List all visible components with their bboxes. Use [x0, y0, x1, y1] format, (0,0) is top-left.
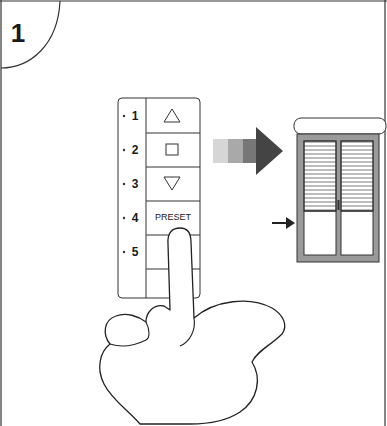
down-symbol	[164, 177, 180, 190]
channel-number: 3	[132, 178, 139, 190]
pointing-hand	[100, 228, 285, 424]
pointer-arrow	[272, 217, 295, 229]
step-corner-arc	[1, 1, 60, 68]
channel-number: 5	[132, 246, 139, 258]
channel-number: 2	[132, 144, 139, 156]
window-with-shutter	[294, 118, 386, 262]
up-symbol	[164, 109, 180, 122]
button-label: PRESET	[155, 213, 191, 222]
signal-arrow	[213, 127, 283, 175]
channel-dots	[123, 115, 125, 253]
channel-number: 4	[132, 212, 139, 224]
step-number: 1	[11, 20, 25, 46]
channel-number: 1	[132, 110, 139, 122]
finger-crease	[110, 318, 194, 346]
stop-symbol	[166, 144, 178, 155]
